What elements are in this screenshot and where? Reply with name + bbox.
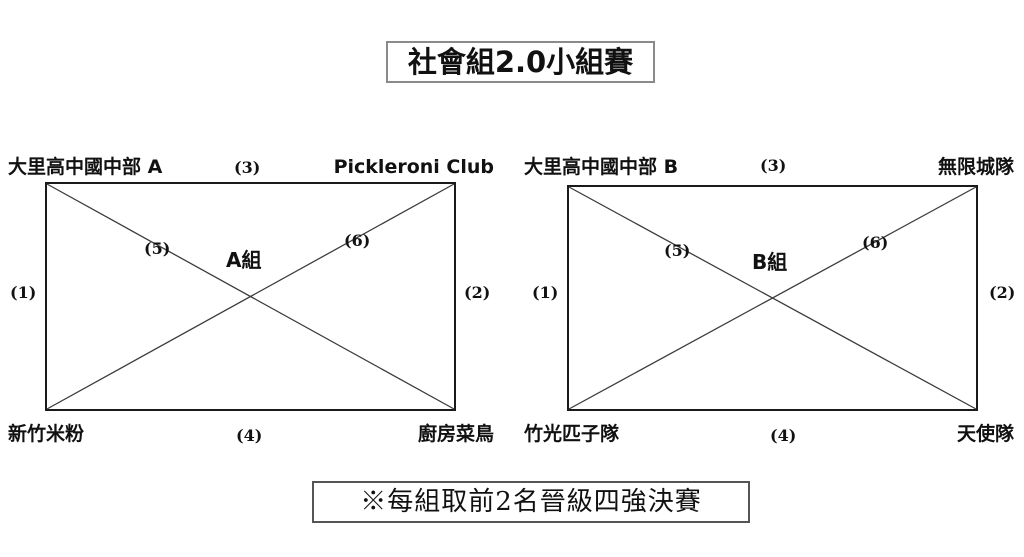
qualification-note-box: ※每組取前2名晉級四強決賽 xyxy=(312,481,750,523)
team-label-a-top-left: 大里高中國中部 A xyxy=(8,156,163,178)
tournament-title-box: 社會組2.0小組賽 xyxy=(386,41,655,83)
group-b-name: B組 xyxy=(752,250,788,274)
match-marker-b-top: (3) xyxy=(760,156,787,175)
group-b-diagonals xyxy=(568,186,977,410)
qualification-note-text: ※每組取前2名晉級四強決賽 xyxy=(360,487,702,517)
match-marker-a-diagonal-right: (6) xyxy=(344,231,371,250)
match-marker-b-diagonal-right: (6) xyxy=(862,233,889,252)
match-marker-a-diagonal-left: (5) xyxy=(144,239,171,258)
group-a-diagonals xyxy=(46,183,455,410)
team-label-a-top-right: Pickleroni Club xyxy=(333,156,494,178)
match-marker-b-diagonal-left: (5) xyxy=(664,241,691,260)
team-label-b-top-right: 無限城隊 xyxy=(937,156,1014,178)
team-label-b-top-left: 大里高中國中部 B xyxy=(524,156,679,178)
match-marker-a-top: (3) xyxy=(234,158,261,177)
team-label-a-bottom-right: 廚房菜鳥 xyxy=(417,423,494,445)
match-marker-a-left: (1) xyxy=(10,283,37,302)
team-label-b-bottom-left: 竹光匹子隊 xyxy=(524,423,620,445)
team-label-a-bottom-left: 新竹米粉 xyxy=(8,423,85,445)
match-marker-b-left: (1) xyxy=(532,283,559,302)
group-b-box xyxy=(567,185,978,411)
page-title: 社會組2.0小組賽 xyxy=(407,44,634,79)
group-a-bracket: 大里高中國中部 A Pickleroni Club 新竹米粉 廚房菜鳥 (3) … xyxy=(0,150,512,450)
match-marker-a-right: (2) xyxy=(464,283,491,302)
match-marker-b-right: (2) xyxy=(989,283,1016,302)
group-a-box xyxy=(45,182,456,411)
match-marker-a-bottom: (4) xyxy=(236,426,263,445)
match-marker-b-bottom: (4) xyxy=(770,426,797,445)
group-b-bracket: 大里高中國中部 B 無限城隊 竹光匹子隊 天使隊 (3) (4) (1) (2)… xyxy=(512,150,1024,450)
group-a-name: A組 xyxy=(226,248,262,272)
team-label-b-bottom-right: 天使隊 xyxy=(956,423,1014,445)
